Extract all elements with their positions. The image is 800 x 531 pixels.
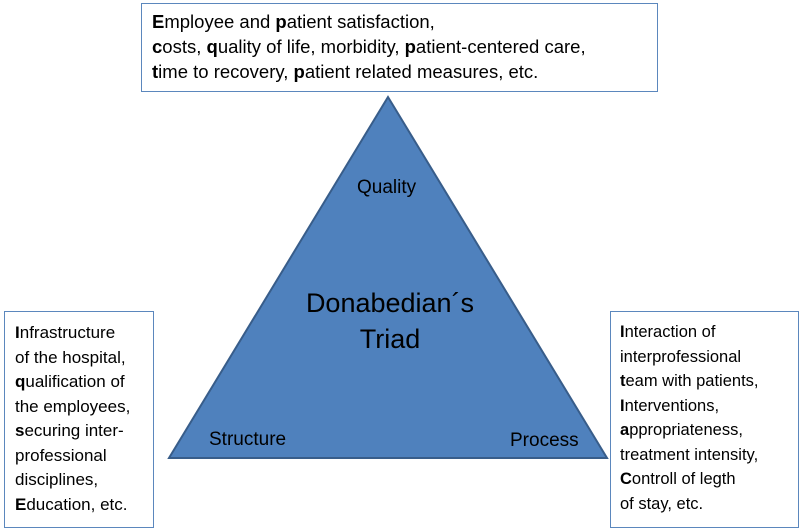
right-box-line: team with patients, bbox=[620, 372, 759, 390]
right-box-line: interprofessional bbox=[620, 347, 742, 366]
bold-initial: c bbox=[152, 36, 163, 57]
left-box-line: the employees, bbox=[15, 396, 131, 416]
bold-initial: I bbox=[620, 323, 625, 341]
right-box-line: of stay, etc. bbox=[620, 494, 704, 513]
top-box-line: Employee and patient satisfaction, bbox=[152, 11, 435, 32]
bold-initial: I bbox=[620, 396, 625, 415]
bold-initial: E bbox=[152, 11, 165, 32]
triad-title-line: Triad bbox=[359, 324, 421, 354]
vertex-label-quality: Quality bbox=[357, 177, 417, 198]
bold-initial: t bbox=[152, 61, 159, 82]
structure-box: Infrastructure of the hospital, qualificat… bbox=[4, 311, 154, 528]
right-box-line: treatment intensity, bbox=[620, 445, 759, 464]
process-box: Interaction of interprofessional team with… bbox=[610, 311, 799, 528]
right-box-line: appropriateness, bbox=[620, 421, 743, 439]
vertex-label-process: Process bbox=[510, 430, 579, 451]
right-box-line: Interaction of bbox=[620, 323, 716, 341]
left-box-line: qualification of bbox=[15, 372, 125, 391]
bold-initial: I bbox=[15, 323, 20, 342]
quality-triangle bbox=[167, 95, 609, 459]
bold-initial: t bbox=[620, 372, 626, 390]
right-box-line: Interventions, bbox=[620, 396, 720, 415]
left-box-line: of the hospital, bbox=[15, 347, 126, 367]
left-box-line: securing inter- bbox=[15, 421, 124, 440]
left-box-line: Education, etc. bbox=[15, 494, 128, 514]
right-box-line: Controll of legth bbox=[620, 470, 736, 488]
bold-initial: p bbox=[404, 36, 416, 57]
bold-initial: q bbox=[206, 36, 218, 57]
bold-initial: q bbox=[15, 372, 26, 391]
bold-initial: C bbox=[620, 470, 632, 488]
top-box-line: costs, quality of life, morbidity, patie… bbox=[152, 36, 586, 57]
left-box-line: disciplines, bbox=[15, 470, 99, 489]
bold-initial: p bbox=[275, 11, 287, 32]
left-box-line: professional bbox=[15, 445, 107, 465]
triad-title-line: Donabedian´s bbox=[305, 288, 475, 318]
vertex-label-structure: Structure bbox=[209, 429, 287, 450]
left-box-line: Infrastructure bbox=[15, 323, 116, 342]
bold-initial: p bbox=[293, 61, 305, 82]
outcome-box: Employee and patient satisfaction, costs,… bbox=[141, 3, 658, 92]
top-box-line: time to recovery, patient related measur… bbox=[152, 61, 539, 82]
triad-title: Donabedian´s Triad bbox=[270, 285, 510, 357]
bold-initial: E bbox=[15, 494, 27, 514]
bold-initial: a bbox=[620, 421, 630, 439]
bold-initial: s bbox=[15, 421, 25, 440]
